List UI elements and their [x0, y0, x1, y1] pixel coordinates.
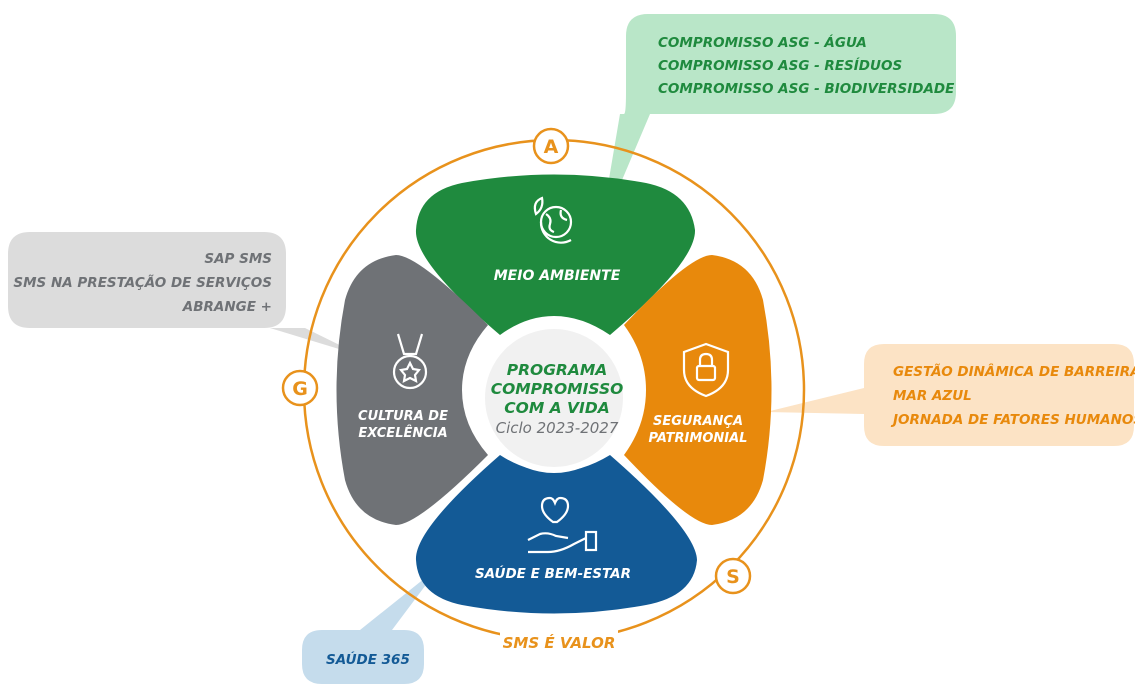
segment-cultura-label-1: CULTURA DE — [358, 409, 448, 424]
earth-leaf-icon — [533, 196, 573, 244]
ring-letter-a-text: A — [544, 136, 559, 158]
center-badge: PROGRAMA COMPROMISSO COM A VIDA Ciclo 20… — [479, 323, 629, 473]
bubble-orange: GESTÃO DINÂMICA DE BARREIRAS MAR AZUL JO… — [766, 344, 1135, 446]
segment-saude-label: SAÚDE E BEM-ESTAR — [475, 564, 631, 582]
center-line-1: PROGRAMA — [507, 361, 608, 379]
shield-lock-icon — [682, 342, 730, 398]
segment-seguranca-label-1: SEGURANÇA — [653, 414, 743, 429]
bubble-green-line-2: COMPROMISSO ASG - RESÍDUOS — [658, 57, 902, 74]
ring-letter-a: A — [532, 127, 570, 165]
center-line-4: Ciclo 2023-2027 — [496, 419, 619, 437]
bubble-blue-shape — [302, 566, 440, 684]
segment-meio-ambiente[interactable]: MEIO AMBIENTE — [415, 174, 696, 336]
segment-meio-ambiente-shape — [415, 174, 696, 335]
bubble-blue-line-1: SAÚDE 365 — [326, 650, 410, 668]
ring-letter-g: G — [281, 369, 319, 407]
center-line-2: COMPROMISSO — [491, 380, 624, 398]
ring-caption: SMS É VALOR — [503, 633, 616, 652]
ring-letter-a-circle — [532, 127, 570, 165]
center-circle — [479, 323, 629, 473]
bubble-blue: SAÚDE 365 — [302, 566, 440, 684]
segment-seguranca[interactable]: SEGURANÇA PATRIMONIAL — [624, 255, 772, 525]
bubble-orange-line-2: MAR AZUL — [893, 388, 972, 404]
ring-letter-s-text: S — [726, 566, 740, 588]
bubble-gray-line-2: SMS NA PRESTAÇÃO DE SERVIÇOS — [13, 274, 272, 291]
bubble-gray-shape — [8, 232, 362, 356]
ring-letter-g-text: G — [292, 378, 308, 400]
center-line-3: COM A VIDA — [504, 399, 609, 417]
ring-caption-group: SMS É VALOR — [500, 628, 618, 654]
bubble-gray: SAP SMS SMS NA PRESTAÇÃO DE SERVIÇOS ABR… — [8, 232, 362, 356]
segment-seguranca-shape — [624, 255, 772, 525]
segment-meio-ambiente-label: MEIO AMBIENTE — [494, 268, 621, 284]
ring-caption-bg — [500, 628, 618, 654]
heart-hand-icon — [527, 496, 598, 554]
segment-seguranca-label-2: PATRIMONIAL — [649, 431, 748, 446]
bubble-orange-line-3: JORNADA DE FATORES HUMANOS — [890, 412, 1135, 428]
medal-icon — [392, 333, 428, 390]
segment-cultura-shape — [336, 255, 488, 525]
bubble-orange-line-1: GESTÃO DINÂMICA DE BARREIRAS — [893, 363, 1135, 380]
segment-saude-shape — [415, 455, 697, 614]
bubble-green: COMPROMISSO ASG - ÁGUA COMPROMISSO ASG -… — [600, 14, 956, 232]
segment-saude[interactable]: SAÚDE E BEM-ESTAR — [415, 455, 697, 614]
segment-cultura[interactable]: CULTURA DE EXCELÊNCIA — [336, 255, 489, 525]
bubble-green-line-3: COMPROMISSO ASG - BIODIVERSIDADE — [658, 81, 955, 97]
ring-letter-g-circle — [281, 369, 319, 407]
ring-letter-s-circle — [714, 557, 752, 595]
segment-cultura-label-2: EXCELÊNCIA — [358, 425, 447, 441]
bubble-green-line-1: COMPROMISSO ASG - ÁGUA — [658, 34, 867, 51]
bubble-gray-line-3: ABRANGE + — [182, 299, 272, 315]
bubble-gray-line-1: SAP SMS — [204, 251, 272, 267]
bubble-green-shape — [600, 14, 956, 232]
ring-letter-s: S — [714, 557, 752, 595]
bubble-orange-shape — [766, 344, 1134, 446]
